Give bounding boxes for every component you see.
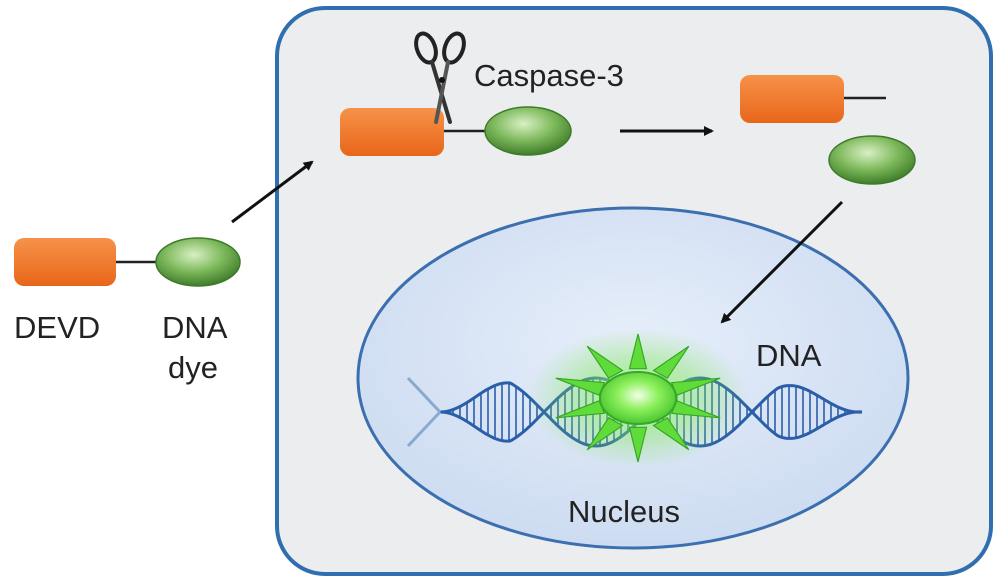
free-dna-dye [828,135,916,185]
devd-peptide-inside [340,108,444,156]
nucleus-label: Nucleus [568,494,680,529]
cleaved-peptide [740,75,886,123]
glow-spike [652,345,690,379]
glow-spike [586,345,624,379]
probe-inside [340,106,572,156]
glow-spike [628,426,648,463]
glow-spike [586,417,624,451]
entry-arrow [231,160,314,224]
caspase-label: Caspase-3 [474,58,624,93]
glow-burst-icon [528,328,748,468]
scissors-icon [414,31,466,124]
devd-peptide [14,238,116,286]
devd-label: DEVD [14,310,100,345]
dna-dye [155,237,241,287]
dna-dye-label-line1: DNA [162,310,228,345]
nucleus-entry-arrow [720,200,844,324]
glow-spike [628,333,648,370]
dna-dye-inside [484,106,572,156]
dna-dye-label-line2: dye [168,350,218,385]
dna-label: DNA [756,338,822,373]
glow-spike [652,417,690,451]
probe-outside [14,237,241,287]
